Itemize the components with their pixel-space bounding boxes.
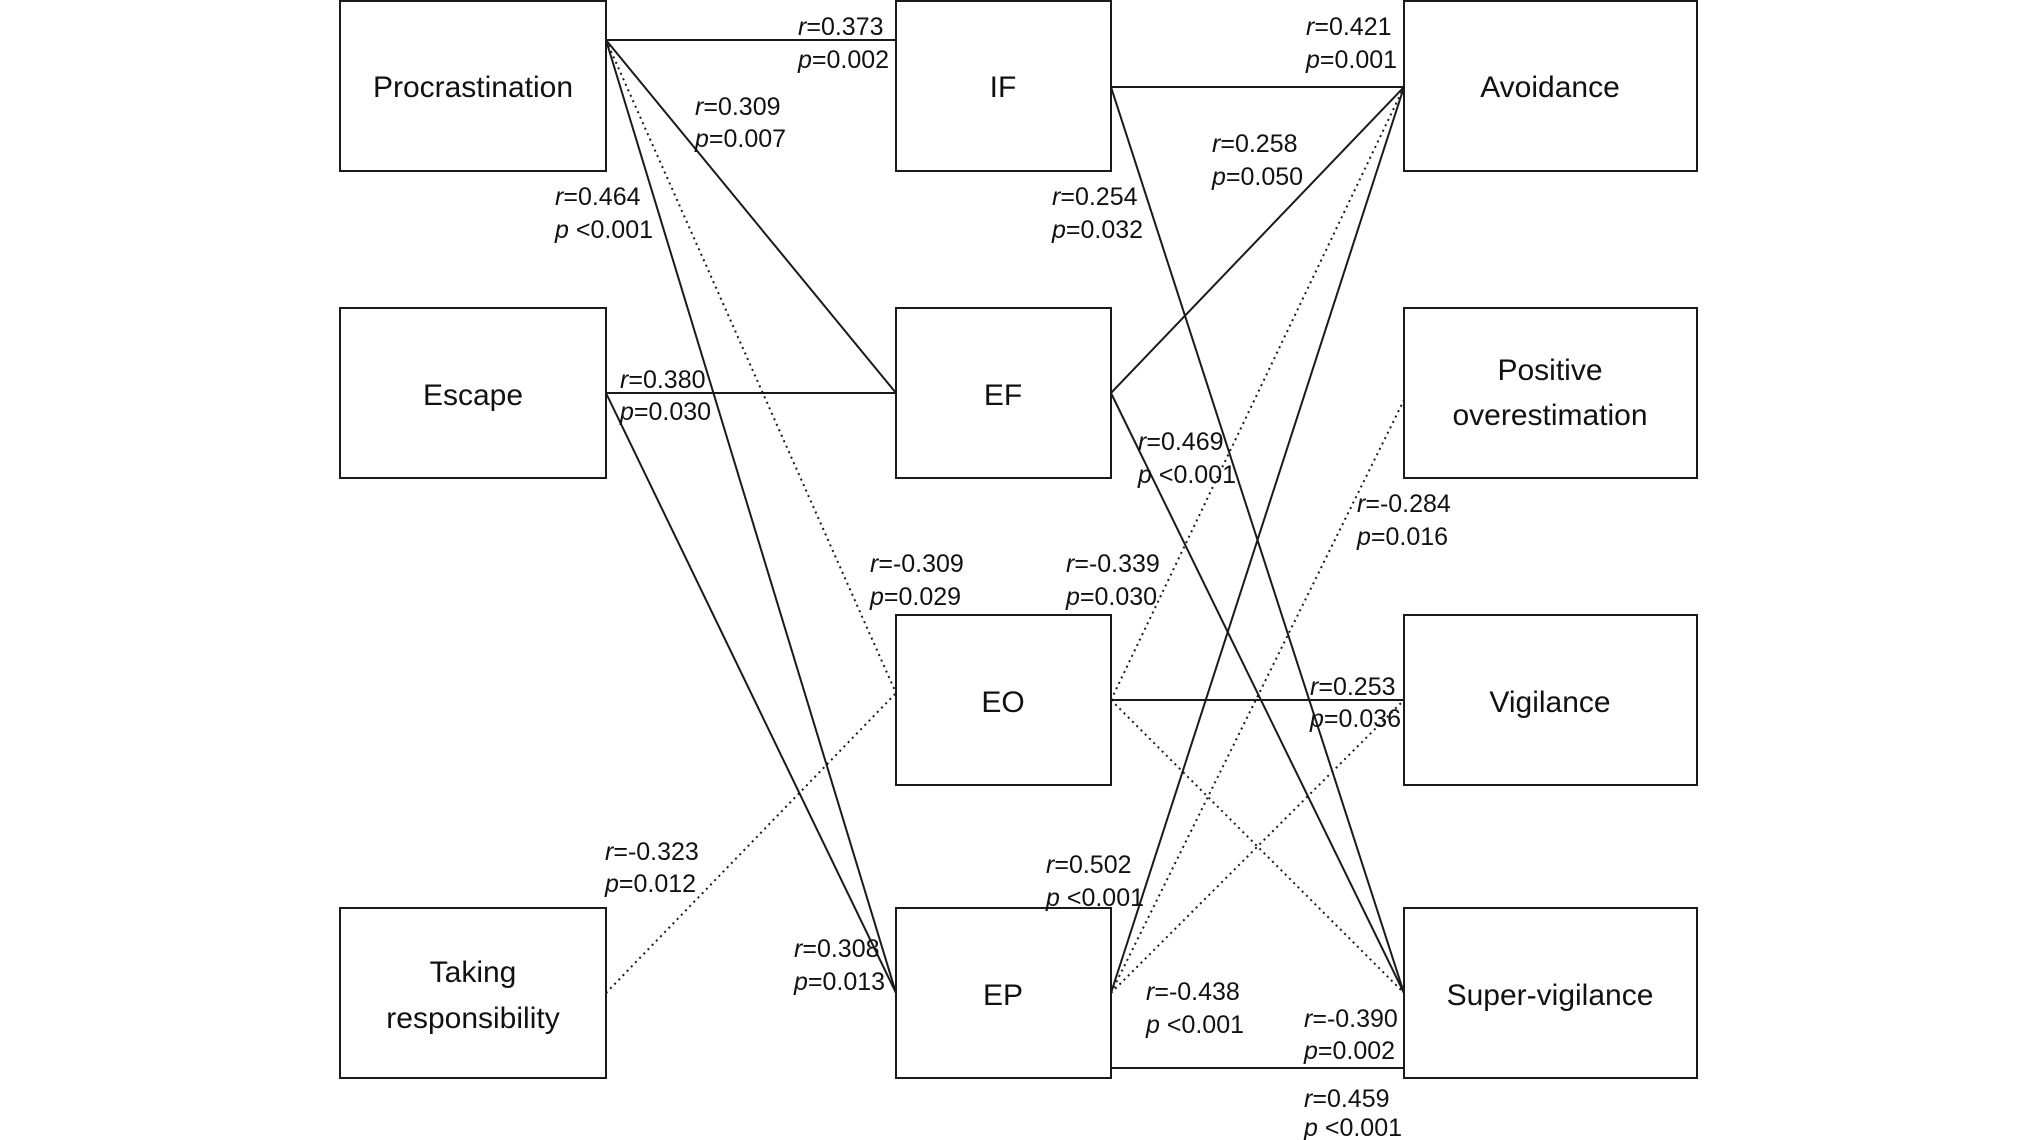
label-ep-vigilance: r=-0.284 p=0.016 — [1356, 490, 1451, 551]
label-r: r=-0.339 — [1066, 550, 1160, 578]
node-vigilance: Vigilance — [1403, 614, 1698, 786]
label-p: p <0.001 — [1145, 1011, 1244, 1039]
label-p: p=0.030 — [619, 398, 711, 426]
edge-labels: r=0.373 p=0.002 r=0.309 p=0.007 r=0.464 … — [554, 13, 1451, 1140]
label-if-super-vigilance: r=0.254 p=0.032 — [1051, 183, 1143, 244]
edge-procrastination-ep — [605, 39, 897, 994]
label-r: r=-0.323 — [605, 838, 699, 866]
label-if-avoidance: r=0.421 p=0.001 — [1305, 13, 1397, 74]
label-r: r=-0.438 — [1146, 978, 1240, 1006]
label-p: p=0.007 — [694, 125, 786, 153]
label-p: p=0.029 — [869, 583, 961, 611]
label-r: r=0.469 — [1138, 428, 1224, 456]
label-procrastination-ef: r=0.309 p=0.007 — [694, 93, 786, 153]
node-label: Avoidance — [1480, 71, 1620, 104]
label-ep-avoidance: r=0.502 p <0.001 — [1045, 851, 1144, 912]
edge-ep-avoidance — [1110, 86, 1405, 994]
edge-ep-vigilance — [1110, 699, 1405, 994]
node-escape: Escape — [339, 307, 607, 479]
node-avoidance: Avoidance — [1403, 0, 1698, 172]
label-eo-vigilance: r=0.253 p=0.036 — [1309, 673, 1401, 733]
nodes: Procrastination Escape Taking responsibi… — [339, 0, 1698, 1079]
node-positive-overestimation: Positive overestimation — [1403, 307, 1698, 479]
label-ep-positive-overestimation: r=-0.438 p <0.001 — [1145, 978, 1244, 1039]
node-ep: EP — [895, 907, 1112, 1079]
node-label: EF — [984, 379, 1022, 412]
node-label: EP — [983, 979, 1023, 1012]
label-p: p <0.001 — [1045, 884, 1144, 912]
label-p: p=0.030 — [1065, 583, 1157, 611]
label-r: r=-0.390 — [1304, 1005, 1398, 1033]
label-r: r=0.373 — [798, 13, 884, 41]
label-p: p=0.012 — [604, 870, 696, 898]
label-p: p=0.036 — [1309, 705, 1401, 733]
label-eo-avoidance: r=-0.339 p=0.030 — [1065, 550, 1160, 611]
label-escape-ep: r=0.308 p=0.013 — [793, 935, 885, 996]
node-label-line-2: responsibility — [386, 1002, 559, 1035]
label-p: p=0.050 — [1211, 163, 1303, 191]
node-label-line-1: Taking — [430, 956, 517, 989]
edge-procrastination-ef — [605, 39, 897, 394]
label-p: p=0.002 — [797, 46, 889, 74]
label-p: p=0.013 — [793, 968, 885, 996]
edge-ef-super-vigilance — [1110, 392, 1405, 994]
node-ef: EF — [895, 307, 1112, 479]
label-p: p <0.001 — [1137, 461, 1236, 489]
label-p: p=0.001 — [1305, 46, 1397, 74]
edge-procrastination-eo — [605, 39, 897, 694]
node-taking-responsibility: Taking responsibility — [339, 907, 607, 1079]
label-r: r=0.464 — [555, 183, 641, 211]
label-procrastination-if: r=0.373 p=0.002 — [797, 13, 889, 74]
node-label: IF — [990, 71, 1017, 104]
label-r: r=-0.284 — [1357, 490, 1451, 518]
label-r: r=0.308 — [794, 935, 880, 963]
edge-ef-avoidance — [1110, 86, 1405, 394]
edge-eo-super-vigilance — [1110, 699, 1405, 994]
node-eo: EO — [895, 614, 1112, 786]
label-ef-avoidance: r=0.258 p=0.050 — [1211, 130, 1303, 191]
label-r: r=0.258 — [1212, 130, 1298, 158]
label-eo-super-vigilance: r=-0.390 p=0.002 — [1303, 1005, 1398, 1065]
node-super-vigilance: Super-vigilance — [1403, 907, 1698, 1079]
node-label: Vigilance — [1489, 686, 1610, 719]
label-p: p <0.001 — [1303, 1114, 1402, 1140]
label-r: r=0.502 — [1046, 851, 1132, 879]
label-r: r=-0.309 — [870, 550, 964, 578]
label-taking-responsibility-eo: r=-0.323 p=0.012 — [604, 838, 699, 898]
label-p: p=0.032 — [1051, 216, 1143, 244]
node-label-line-1: Positive — [1497, 354, 1602, 387]
label-ef-super-vigilance: r=0.469 p <0.001 — [1137, 428, 1236, 489]
label-r: r=0.254 — [1052, 183, 1138, 211]
node-label-line-2: overestimation — [1452, 399, 1647, 432]
node-procrastination: Procrastination — [339, 0, 607, 172]
node-label: Escape — [423, 379, 523, 412]
label-r: r=0.459 — [1304, 1085, 1390, 1113]
label-p: p=0.002 — [1303, 1037, 1395, 1065]
label-p: p <0.001 — [554, 216, 653, 244]
label-procrastination-ep: r=0.464 p <0.001 — [554, 183, 653, 244]
label-r: r=0.421 — [1306, 13, 1392, 41]
label-p: p=0.016 — [1356, 523, 1448, 551]
label-r: r=0.380 — [620, 366, 706, 394]
label-ep-super-vigilance: r=0.459 p <0.001 — [1303, 1085, 1402, 1140]
edge-escape-ep — [605, 392, 897, 994]
node-label: Super-vigilance — [1447, 979, 1654, 1012]
node-if: IF — [895, 0, 1112, 172]
label-procrastination-eo: r=-0.309 p=0.029 — [869, 550, 964, 611]
node-label: EO — [981, 686, 1024, 719]
edge-ep-positive-overestimation — [1110, 399, 1405, 994]
label-r: r=0.309 — [695, 93, 781, 121]
node-label: Procrastination — [373, 71, 573, 104]
label-escape-ef: r=0.380 p=0.030 — [619, 366, 711, 426]
label-r: r=0.253 — [1310, 673, 1396, 701]
edges — [605, 39, 1405, 1069]
